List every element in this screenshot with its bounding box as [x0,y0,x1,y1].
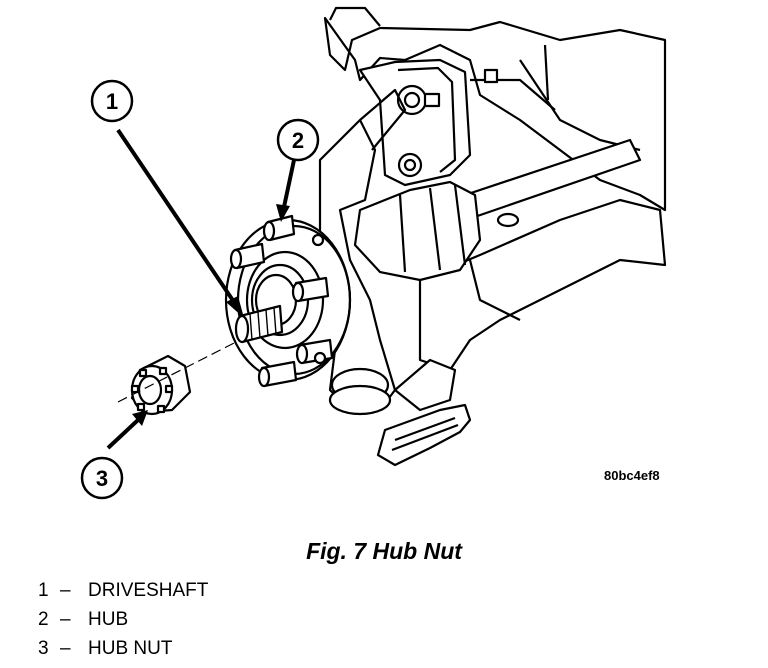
legend-dash: – [60,638,71,659]
legend-item: 2–HUB [38,605,208,634]
arrow-1 [116,128,238,307]
legend-label: DRIVESHAFT [88,580,209,601]
suspension-assembly [130,6,667,467]
arm-end-plate [376,403,472,467]
legend-label: HUB [88,609,129,630]
frame-structure [323,16,667,212]
callout-1: 1 [90,79,134,123]
cv-boot [353,180,482,282]
callout-number: 3 [96,466,108,491]
hub-nut-illustration: 1 2 3 [80,6,667,500]
legend-number: 3 [38,638,49,659]
parts-legend: 1–DRIVESHAFT 2–HUB 3–HUB NUT [38,576,208,663]
legend-item: 3–HUB NUT [38,634,208,663]
legend-label: HUB NUT [88,638,173,659]
callout-3: 3 [80,456,124,500]
arrow-3 [106,418,140,450]
callout-2: 2 [276,118,320,162]
assembly-centerline [117,339,241,403]
legend-number: 2 [38,609,49,630]
figure-caption: Fig. 7 Hub Nut [306,538,462,564]
figure-code: 80bc4ef8 [604,468,660,483]
hub-nut-part [130,354,192,416]
leader-arrows [106,128,296,450]
legend-dash: – [60,609,71,630]
legend-item: 1–DRIVESHAFT [38,576,208,605]
arrow-2 [282,159,296,208]
legend-dash: – [60,580,71,601]
callout-number: 2 [292,128,304,153]
callout-number: 1 [106,89,118,114]
legend-number: 1 [38,580,49,601]
